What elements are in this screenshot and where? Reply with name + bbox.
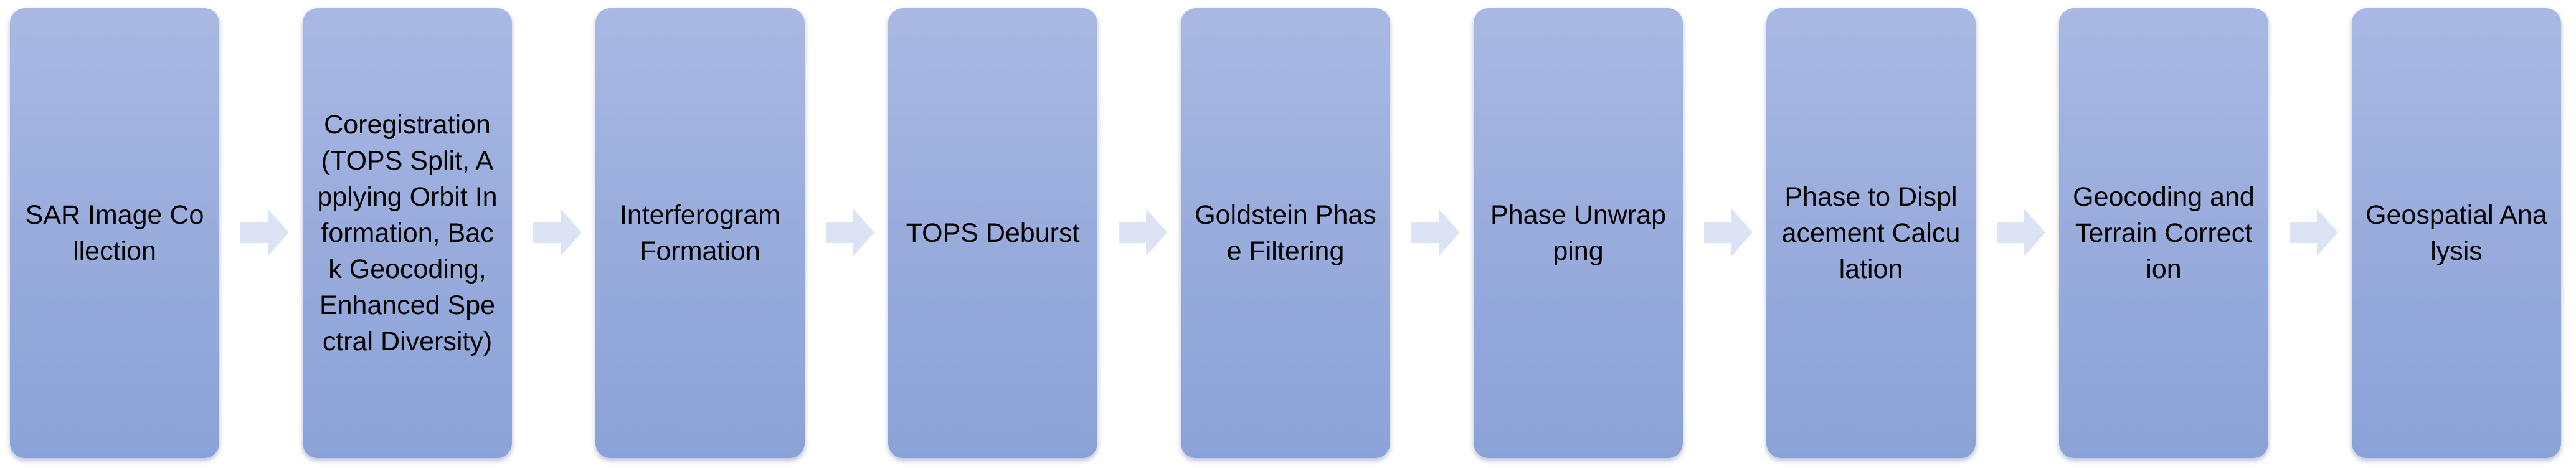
arrow-right-icon [533,209,582,256]
step-label: Interferogram Formation [619,200,781,266]
step-box-coregistration: Coregistration (TOPS Split, Applying Orb… [303,8,512,458]
arrow-right-icon [240,209,289,256]
step-box-phase-to-displacement: Phase to Displacement Calculation [1766,8,1976,458]
arrow-right-icon [1997,209,2045,256]
step-box-sar-image-collection: SAR Image Collection [10,8,219,458]
step-label: Geospatial Analysis [2365,200,2547,266]
arrow-right-icon [1119,209,1167,256]
arrow-right-icon [1704,209,1753,256]
step-box-geocoding-terrain-correction: Geocoding and Terrain Correction [2059,8,2268,458]
step-label: Coregistration (TOPS Split, Applying Orb… [317,110,498,356]
step-box-interferogram-formation: Interferogram Formation [595,8,805,458]
step-label: Geocoding and Terrain Correction [2073,182,2255,284]
step-label: Goldstein Phase Filtering [1195,200,1376,266]
step-label: TOPS Deburst [906,218,1080,248]
step-label: Phase to Displacement Calculation [1781,182,1961,284]
arrow-right-icon [1411,209,1460,256]
step-box-geospatial-analysis: Geospatial Analysis [2352,8,2561,458]
arrow-right-icon [826,209,874,256]
step-label: SAR Image Collection [25,200,204,266]
step-label: Phase Unwrapping [1490,200,1667,266]
step-box-tops-deburst: TOPS Deburst [888,8,1097,458]
step-box-phase-unwrapping: Phase Unwrapping [1474,8,1683,458]
arrow-right-icon [2290,209,2338,256]
step-box-goldstein-phase-filtering: Goldstein Phase Filtering [1181,8,1390,458]
